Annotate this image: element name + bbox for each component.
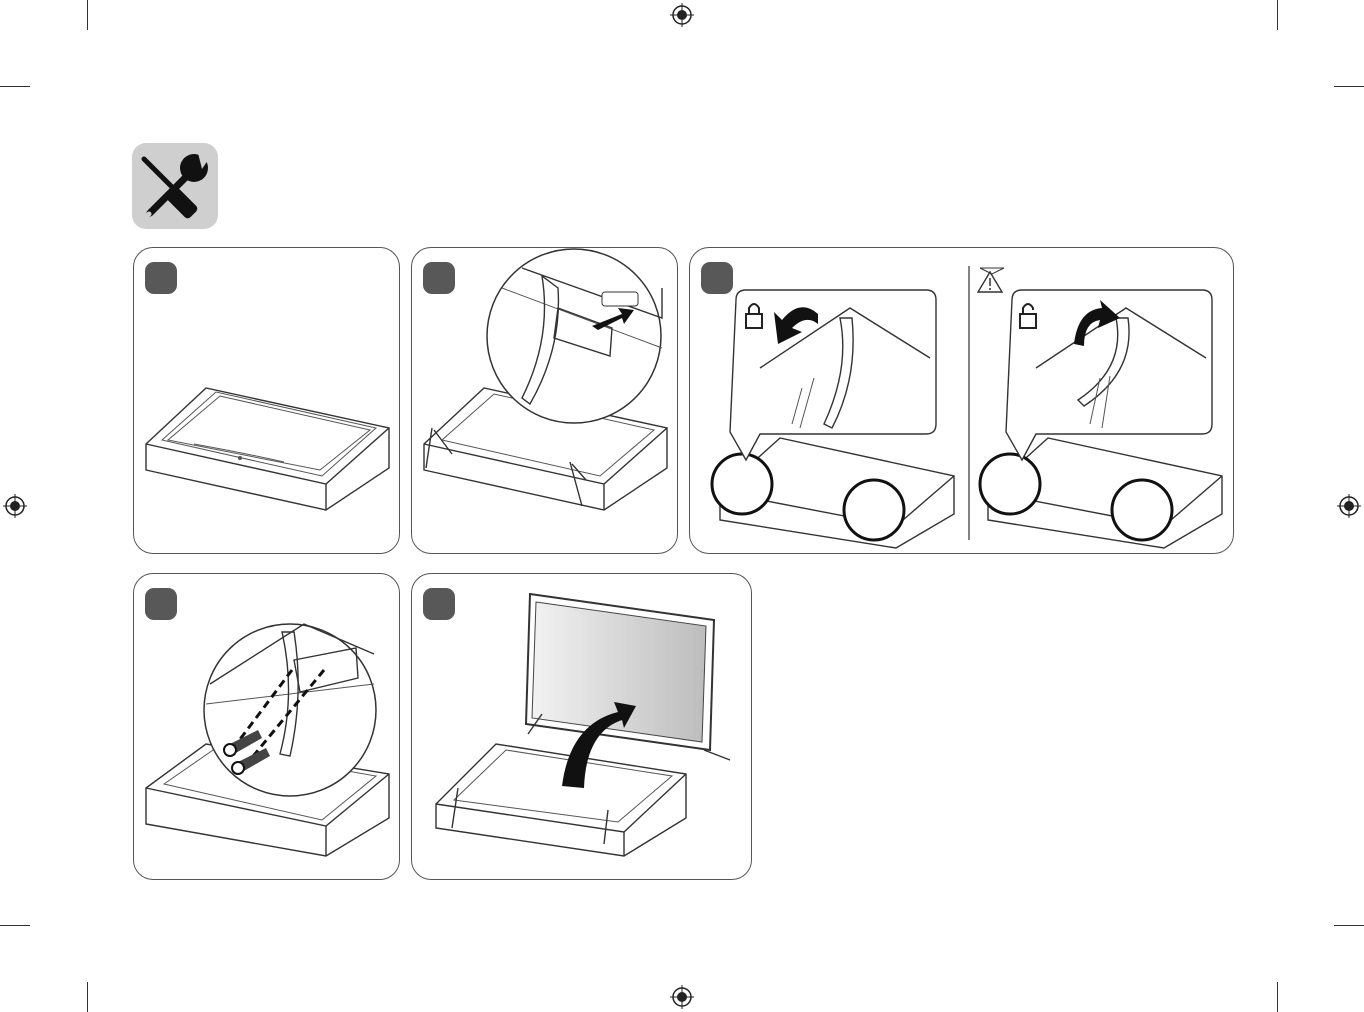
crop-mark [1277,0,1278,30]
crop-mark [87,0,88,30]
stand-lock-unlock-illustration [690,248,1234,554]
step-2-panel [411,247,678,554]
step-1-panel [133,247,400,554]
registration-mark-icon [1337,494,1361,518]
screwdriver-wrench-icon [132,143,218,229]
crop-mark [1334,86,1364,87]
registration-mark-icon [670,985,694,1009]
crop-mark [1277,982,1278,1012]
step-4-panel [133,573,400,880]
crop-mark [0,925,30,926]
step-5-panel [411,573,752,880]
registration-mark-icon [3,494,27,518]
crop-mark [87,982,88,1012]
crop-mark [1334,925,1364,926]
lift-tv-upright-illustration [412,574,752,880]
warning-icon [978,272,1002,292]
step-3-panel [689,247,1234,554]
registration-mark-icon [670,3,694,27]
tv-facedown-in-box-illustration [134,248,400,554]
insert-stand-illustration [412,248,678,554]
crop-mark [0,86,30,87]
screw-stand-illustration [134,574,400,880]
